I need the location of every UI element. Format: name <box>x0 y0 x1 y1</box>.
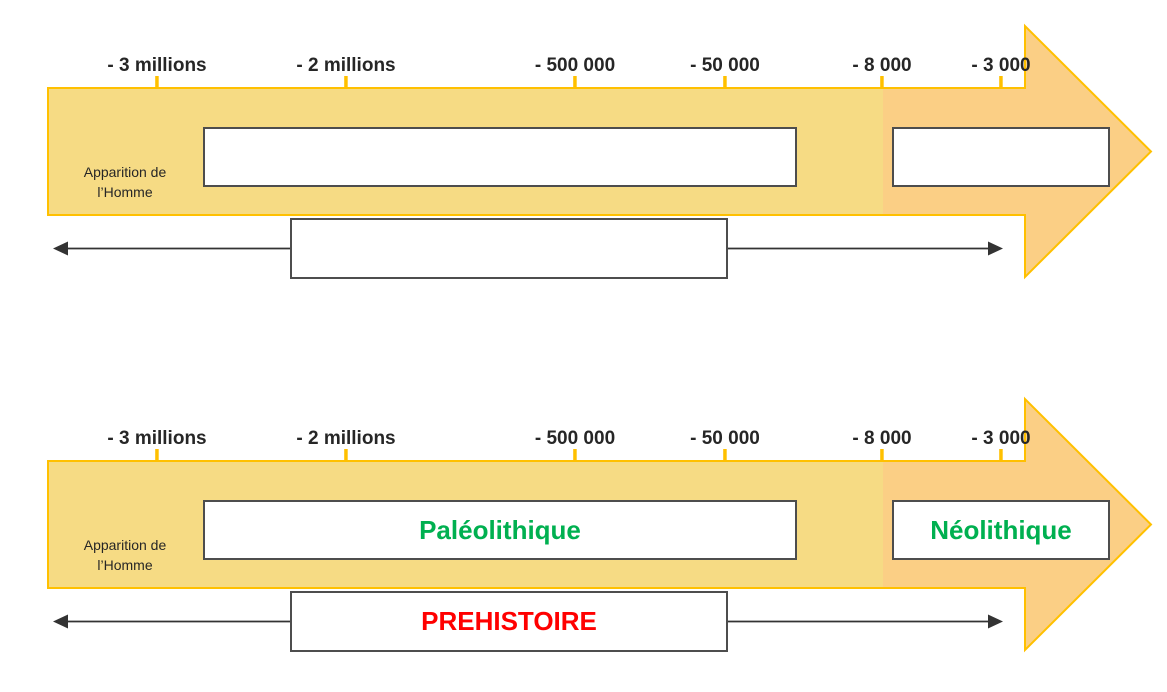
neolithique-box[interactable] <box>892 127 1110 187</box>
tick-label: - 3 000 <box>971 428 1031 449</box>
tick-label: - 2 millions <box>296 55 396 76</box>
tick-label: - 50 000 <box>690 55 760 76</box>
prehistoire-box-label: PREHISTOIRE <box>421 606 597 636</box>
paleolithique-box[interactable] <box>203 127 797 187</box>
timeline-filled: - 3 millions - 2 millions - 500 000 - 50… <box>0 373 1167 673</box>
tick-label: - 3 000 <box>971 55 1031 76</box>
tick-label: - 2 millions <box>296 428 396 449</box>
origin-label-line2: l’Homme <box>97 184 153 200</box>
origin-label: Apparition de l’Homme <box>45 535 205 575</box>
tick-label: - 50 000 <box>690 428 760 449</box>
arrow-outline <box>47 396 1153 653</box>
tick-label: - 500 000 <box>534 55 616 76</box>
paleolithique-box[interactable]: Paléolithique <box>203 500 797 560</box>
tick-marks <box>155 76 1003 89</box>
tick-label: - 8 000 <box>852 428 912 449</box>
origin-label-line1: Apparition de <box>83 537 167 553</box>
origin-label-line1: Apparition de <box>83 164 167 180</box>
tick-label: - 3 millions <box>107 55 207 76</box>
neolithique-box[interactable]: Néolithique <box>892 500 1110 560</box>
tick-marks <box>155 449 1003 462</box>
origin-label: Apparition de l’Homme <box>45 162 205 202</box>
tick-label: - 3 millions <box>107 428 207 449</box>
arrow-outline <box>47 23 1153 280</box>
timeline-blank: - 3 millions - 2 millions - 500 000 - 50… <box>0 0 1167 300</box>
prehistoire-box[interactable]: PREHISTOIRE <box>290 591 728 652</box>
prehistoire-box[interactable] <box>290 218 728 279</box>
paleolithique-box-label: Paléolithique <box>419 514 581 545</box>
neolithique-box-label: Néolithique <box>930 514 1072 545</box>
tick-label: - 8 000 <box>852 55 912 76</box>
origin-label-line2: l’Homme <box>97 557 153 573</box>
tick-label: - 500 000 <box>534 428 616 449</box>
